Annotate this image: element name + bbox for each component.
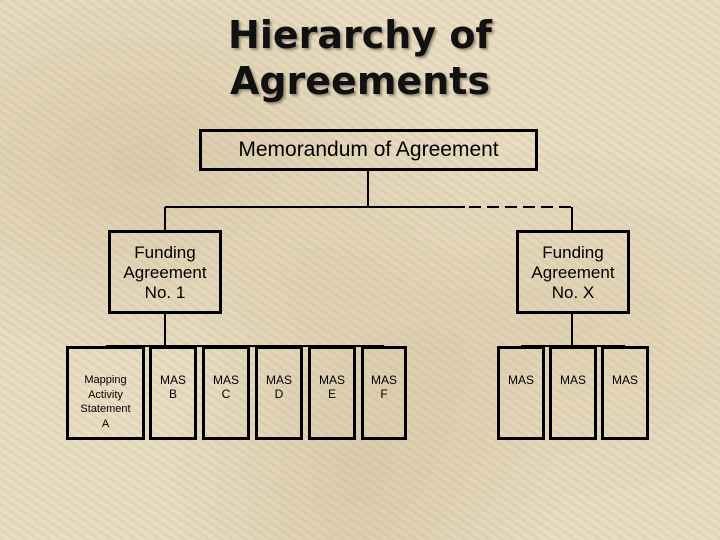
- mas-c-box: MAS C: [202, 346, 250, 440]
- funding-agreement-1-box: Funding Agreement No. 1: [108, 230, 222, 314]
- mas-x2-box: MAS: [549, 346, 597, 440]
- funding-agreement-x-box: Funding Agreement No. X: [516, 230, 630, 314]
- title-line-1: Hierarchy of: [228, 13, 492, 57]
- mas-f-box: MAS F: [361, 346, 407, 440]
- mas-x2-label: MAS: [559, 373, 586, 387]
- mas-d-box: MAS D: [255, 346, 303, 440]
- mas-f-label: MAS F: [370, 373, 397, 401]
- mas-a-label: Mapping Activity Statement A: [80, 374, 131, 430]
- mas-x1-box: MAS: [497, 346, 545, 440]
- mas-b-label: MAS B: [159, 373, 186, 401]
- diagram-title: Hierarchy of Agreements: [0, 12, 720, 104]
- mas-e-label: MAS E: [318, 373, 345, 401]
- mas-b-box: MAS B: [149, 346, 197, 440]
- mas-a-box: Mapping Activity Statement A: [66, 346, 145, 440]
- memorandum-of-agreement-box: Memorandum of Agreement: [199, 129, 538, 171]
- mas-d-label: MAS D: [265, 373, 292, 401]
- mas-e-box: MAS E: [308, 346, 356, 440]
- mas-x1-label: MAS: [507, 373, 534, 387]
- mas-x3-box: MAS: [601, 346, 649, 440]
- mas-c-label: MAS C: [212, 373, 239, 401]
- memorandum-label: Memorandum of Agreement: [238, 138, 499, 161]
- title-line-2: Agreements: [229, 59, 491, 103]
- funding-agreement-1-label: Funding Agreement No. 1: [123, 243, 207, 302]
- mas-x3-label: MAS: [611, 373, 638, 387]
- funding-agreement-x-label: Funding Agreement No. X: [531, 243, 615, 302]
